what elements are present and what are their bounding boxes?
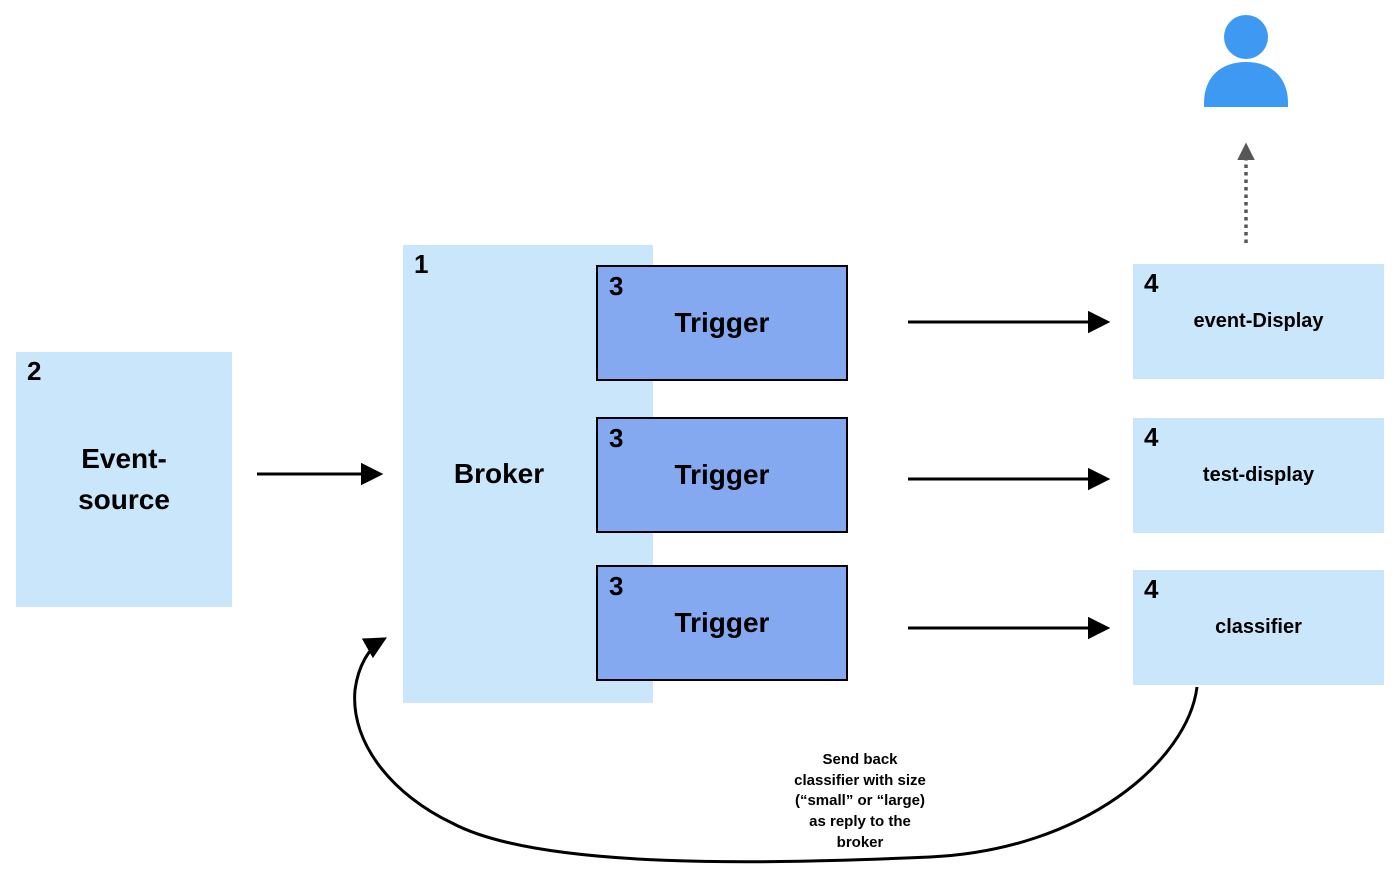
broker-number: 1 <box>414 249 429 279</box>
test-display-label: test-display <box>1202 464 1315 486</box>
user-icon <box>1204 15 1288 107</box>
trigger-box-3: 3 Trigger <box>596 565 848 681</box>
reply-annotation: Send back classifier with size (“small” … <box>794 751 926 851</box>
event-display-label: event-Display <box>1193 310 1324 332</box>
trigger-2-label: Trigger <box>674 458 770 490</box>
curved-arrow-classifier-to-broker <box>353 637 1199 864</box>
event-source-label: Event- source <box>78 442 170 515</box>
service-box-event-display: 4 event-Display <box>1133 264 1384 379</box>
event-source-number: 2 <box>27 356 42 386</box>
classifier-number: 4 <box>1144 574 1159 604</box>
trigger-2-number: 3 <box>609 423 624 453</box>
classifier-label: classifier <box>1215 616 1302 638</box>
service-box-classifier: 4 classifier <box>1133 570 1384 685</box>
trigger-3-number: 3 <box>609 571 624 601</box>
test-display-number: 4 <box>1144 422 1159 452</box>
trigger-box-2: 3 Trigger <box>596 417 848 533</box>
trigger-1-number: 3 <box>609 271 624 301</box>
trigger-3-label: Trigger <box>674 606 770 638</box>
trigger-1-label: Trigger <box>674 306 770 338</box>
event-display-number: 4 <box>1144 268 1159 298</box>
event-source-box: 2 Event- source <box>16 352 232 607</box>
trigger-box-1: 3 Trigger <box>596 265 848 381</box>
broker-label: Broker <box>453 457 545 489</box>
service-box-test-display: 4 test-display <box>1133 418 1384 533</box>
